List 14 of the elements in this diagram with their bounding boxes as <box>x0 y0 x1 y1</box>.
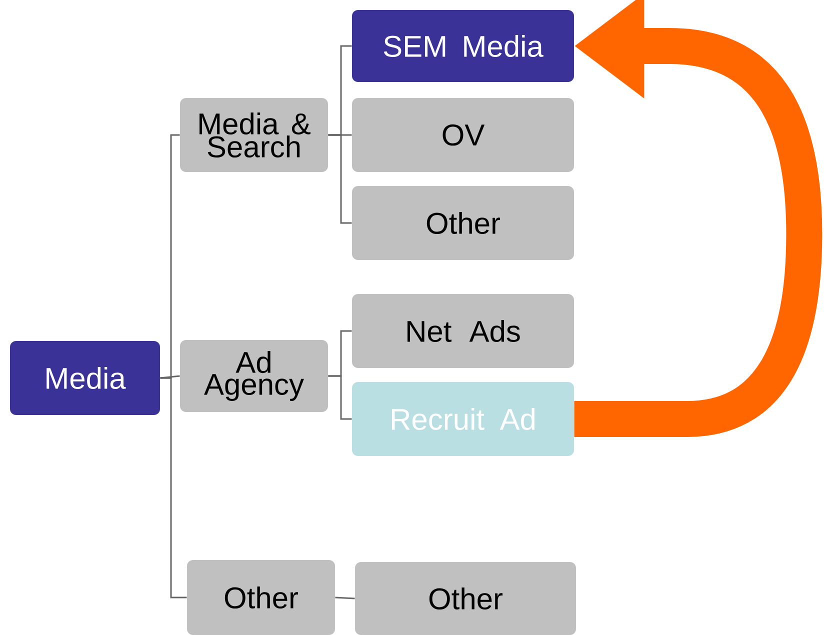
category-box: Recruit Ad <box>352 382 574 456</box>
category-box: OV <box>352 98 574 172</box>
category-box: Ad Agency <box>180 340 328 412</box>
category-box: Media <box>10 341 160 415</box>
category-box: Net Ads <box>352 294 574 368</box>
connector-line <box>328 134 352 224</box>
category-box: SEM Media <box>352 10 574 82</box>
connector-line <box>328 375 352 420</box>
connector-line <box>335 596 355 600</box>
category-box: Media & Search <box>180 98 328 172</box>
category-box: Other <box>187 560 335 635</box>
category-box: Other <box>352 186 574 260</box>
connector-line <box>160 377 187 598</box>
category-box: Other <box>355 562 576 635</box>
